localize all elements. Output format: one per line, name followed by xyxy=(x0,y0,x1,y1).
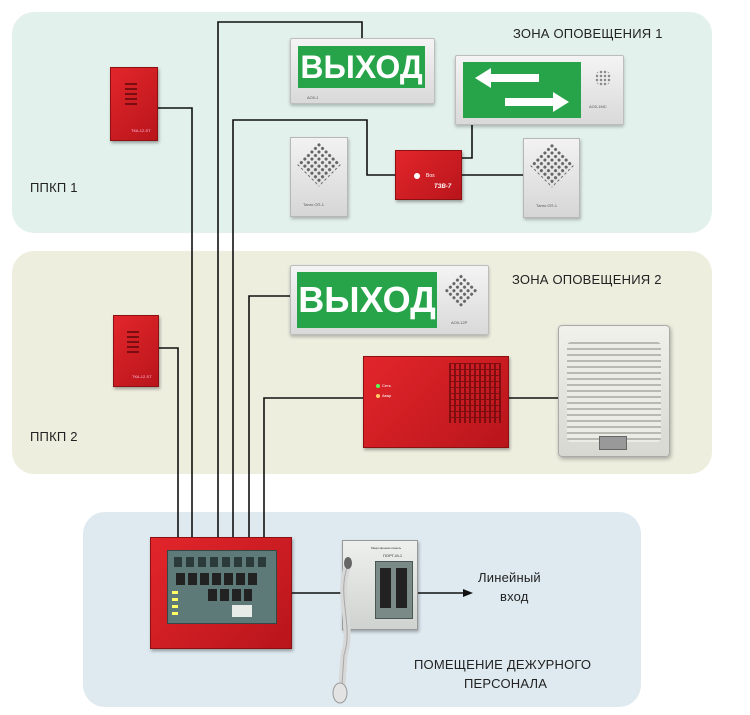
control-room-title-line1: ПОМЕЩЕНИЕ ДЕЖУРНОГО xyxy=(414,657,592,672)
exit-sign-1-text: ВЫХОД xyxy=(298,46,425,88)
ppkp-2-label: ППКП 2 xyxy=(30,429,78,444)
ppkp-2-model: ТКА-12-ST xyxy=(132,374,152,379)
control-panel-face xyxy=(167,550,277,624)
ppkp-2-device: ТКА-12-ST xyxy=(113,315,159,387)
line-input-label-line2: вход xyxy=(500,589,529,604)
line-input-label-line1: Линейный xyxy=(478,570,541,585)
speaker-1-model: Танго ОП-1 xyxy=(303,202,324,207)
arrow-sign: АО0-1МС xyxy=(455,55,624,125)
control-panel xyxy=(150,537,292,649)
exit-sign-2-text: ВЫХОД xyxy=(297,272,437,328)
speaker-grille-icon xyxy=(296,141,342,187)
amplifier: Сеть Авар xyxy=(363,356,509,448)
mic-panel-title: Микрофонная панель xyxy=(371,546,402,550)
zone-1-title: ЗОНА ОПОВЕЩЕНИЯ 1 xyxy=(513,26,663,41)
zone-2-title: ЗОНА ОПОВЕЩЕНИЯ 2 xyxy=(512,272,662,287)
arrow-sign-speaker-icon xyxy=(595,70,611,86)
wire-exit-sign-1 xyxy=(217,21,363,540)
speaker-zone1-right: Танго ОП-1 xyxy=(523,138,580,218)
mic-panel-model: ПОРТ-М-1 xyxy=(383,553,403,558)
wire-zone1-converter xyxy=(232,119,395,540)
loudspeaker-cabinet xyxy=(558,325,670,457)
wire-exit-sign-2 xyxy=(248,295,290,540)
double-arrow-icon xyxy=(475,68,569,112)
control-room-title-line2: ПЕРСОНАЛА xyxy=(464,676,548,691)
speaker-zone1-left: Танго ОП-1 xyxy=(290,137,348,217)
ppkp-1-model: ТКА-12-ST xyxy=(131,128,151,133)
arrow-sign-model: АО0-1МС xyxy=(589,104,607,109)
ppkp-1-device: ТКА-12-ST xyxy=(110,67,158,141)
voice-converter: Bos ТЗВ-7 xyxy=(395,150,462,200)
wire-converter-arrow xyxy=(460,123,473,159)
line-input-arrow xyxy=(463,589,473,597)
arrow-sign-face xyxy=(463,62,581,118)
exit-sign-2-model: АО0-12Р xyxy=(451,320,468,325)
ppkp-1-label: ППКП 1 xyxy=(30,180,78,195)
amp-label-power: Сеть xyxy=(382,383,391,388)
exit-sign-1: ВЫХОД АО0-1 xyxy=(290,38,435,104)
speaker-2-model: Танго ОП-1 xyxy=(536,203,557,208)
converter-brand: Bos xyxy=(426,173,435,179)
amp-label-alarm: Авар xyxy=(382,393,392,398)
wire-amplifier xyxy=(263,397,363,540)
microphone-icon xyxy=(332,557,352,704)
exit-sign-2-speaker-icon xyxy=(444,273,478,307)
wire-ppkp1 xyxy=(157,107,193,540)
speaker-grille-icon xyxy=(529,142,575,188)
converter-model: ТЗВ-7 xyxy=(434,184,452,190)
exit-sign-1-model: АО0-1 xyxy=(307,95,319,100)
microphone-panel: Микрофонная панель ПОРТ-М-1 xyxy=(342,540,418,630)
exit-sign-2: ВЫХОД АО0-12Р xyxy=(290,265,489,335)
amp-vent-grille xyxy=(449,363,501,423)
